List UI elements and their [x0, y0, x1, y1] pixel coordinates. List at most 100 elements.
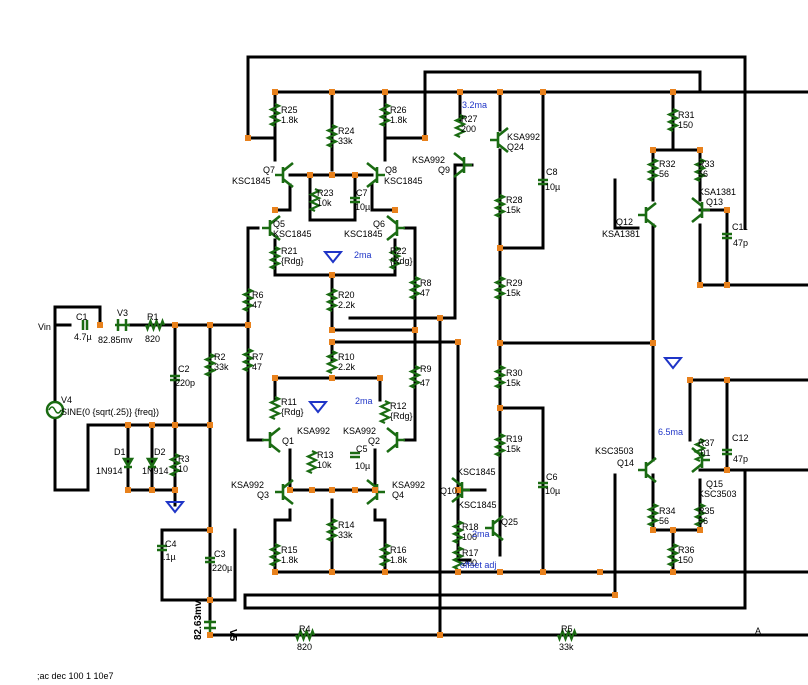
r1-value: 820 — [145, 334, 160, 344]
q8-ref: Q8 — [385, 165, 397, 175]
c4-value: .1µ — [163, 552, 176, 562]
junction-dot — [245, 135, 251, 141]
c1-ref: C1 — [76, 312, 88, 322]
node-a-label: A — [755, 626, 761, 636]
r31-resistor-symbol — [666, 107, 680, 133]
q8-model: KSC1845 — [384, 176, 423, 186]
q6-ref: Q6 — [373, 219, 385, 229]
junction-dot — [329, 375, 335, 381]
r23-value: 10k — [317, 198, 332, 208]
q24-transistor-symbol — [490, 126, 509, 154]
q1-transistor-symbol — [262, 426, 281, 454]
r23-resistor-symbol — [308, 187, 322, 213]
c3-capacitor-symbol — [205, 556, 215, 564]
junction-dot — [307, 172, 313, 178]
sine-wave-icon — [48, 406, 62, 414]
r35-ref: R35 — [698, 506, 715, 516]
junction-dot — [149, 422, 155, 428]
r17-resistor-symbol — [451, 545, 465, 571]
q24-ref: Q24 — [507, 142, 524, 152]
d2-diode-symbol — [145, 457, 159, 469]
junction-dot — [540, 569, 546, 575]
wiring — [53, 55, 808, 637]
r34-ref: R34 — [659, 506, 676, 516]
ground-symbol — [307, 401, 329, 414]
offset-adjust-annotation: offset adj — [460, 560, 496, 570]
v5-value: 82.63mv — [193, 600, 204, 640]
junction-dot — [724, 377, 730, 383]
junction-dot — [207, 422, 213, 428]
r16-ref: R16 — [390, 545, 407, 555]
junction-dot — [272, 207, 278, 213]
q10-model: KSC1845 — [457, 467, 496, 477]
v5-source-symbol — [204, 620, 216, 632]
r8-ref: R8 — [420, 278, 432, 288]
r30-value: 15k — [506, 378, 521, 388]
r33-value: 56 — [698, 169, 708, 179]
junction-dot — [650, 340, 656, 346]
junction-dot — [329, 172, 335, 178]
r23-ref: R23 — [317, 188, 334, 198]
junction-dot — [612, 592, 618, 598]
v4-value: SINE(0 {sqrt(.25)} {freq}) — [61, 407, 159, 417]
c2-value: 220p — [175, 378, 195, 388]
q9-transistor-symbol — [453, 151, 472, 179]
r30-resistor-symbol — [493, 364, 507, 390]
junction-dot — [377, 375, 383, 381]
r21-ref: R21 — [281, 246, 298, 256]
r32-value: 56 — [659, 169, 669, 179]
junction-dot — [97, 322, 103, 328]
r13-resistor-symbol — [305, 449, 319, 475]
junction-dot — [352, 487, 358, 493]
junction-dot — [329, 89, 335, 95]
junction-dot — [329, 272, 335, 278]
c12-capacitor-symbol — [722, 448, 732, 456]
r25-resistor-symbol — [268, 102, 282, 128]
junction-dot — [412, 327, 418, 333]
junction-dot — [392, 207, 398, 213]
junction-dot — [457, 89, 463, 95]
r3-resistor-symbol — [168, 452, 182, 478]
v5-ref: V5 — [227, 629, 238, 642]
c5-ref: C5 — [356, 444, 368, 454]
r12-resistor-symbol — [378, 399, 392, 425]
junction-dot — [455, 339, 461, 345]
r16-value: 1.8k — [390, 555, 408, 565]
r28-resistor-symbol — [493, 193, 507, 219]
r13-value: 10k — [317, 460, 332, 470]
c3-value: 220µ — [212, 563, 232, 573]
c5-capacitor-symbol — [350, 451, 360, 459]
junction-dot — [670, 527, 676, 533]
q9-ref: Q9 — [438, 165, 450, 175]
q6-model: KSC1845 — [344, 229, 383, 239]
current-annotation: 2ma — [472, 529, 490, 539]
r24-ref: R24 — [338, 126, 355, 136]
r12-value: {Rdg} — [390, 411, 413, 421]
r36-ref: R36 — [678, 545, 695, 555]
r9-ref: R9 — [420, 364, 432, 374]
junction-dot — [207, 527, 213, 533]
c4-ref: C4 — [165, 539, 177, 549]
q15-model: KSC3503 — [698, 489, 737, 499]
v4-ref: V4 — [61, 395, 72, 405]
r12-ref: R12 — [390, 401, 407, 411]
r35-value: 56 — [698, 516, 708, 526]
q25-ref: Q25 — [501, 517, 518, 527]
c2-ref: C2 — [178, 364, 190, 374]
r27-value: 200 — [461, 124, 476, 134]
junction-dot — [352, 172, 358, 178]
junction-dot — [172, 487, 178, 493]
q5-transistor-symbol — [262, 214, 281, 242]
r7-resistor-symbol — [241, 347, 255, 373]
junction-dot — [172, 422, 178, 428]
c12-value: 47p — [733, 454, 748, 464]
v3-source-symbol — [115, 319, 130, 331]
r4-resistor-symbol — [294, 627, 316, 643]
r24-value: 33k — [338, 136, 353, 146]
c11-value: 47p — [733, 238, 748, 248]
r27-ref: R27 — [461, 114, 478, 124]
junction-dot — [437, 632, 443, 638]
q13-ref: Q13 — [706, 197, 723, 207]
current-annotation: 2ma — [355, 396, 373, 406]
d2-model: 1N914 — [142, 466, 169, 476]
